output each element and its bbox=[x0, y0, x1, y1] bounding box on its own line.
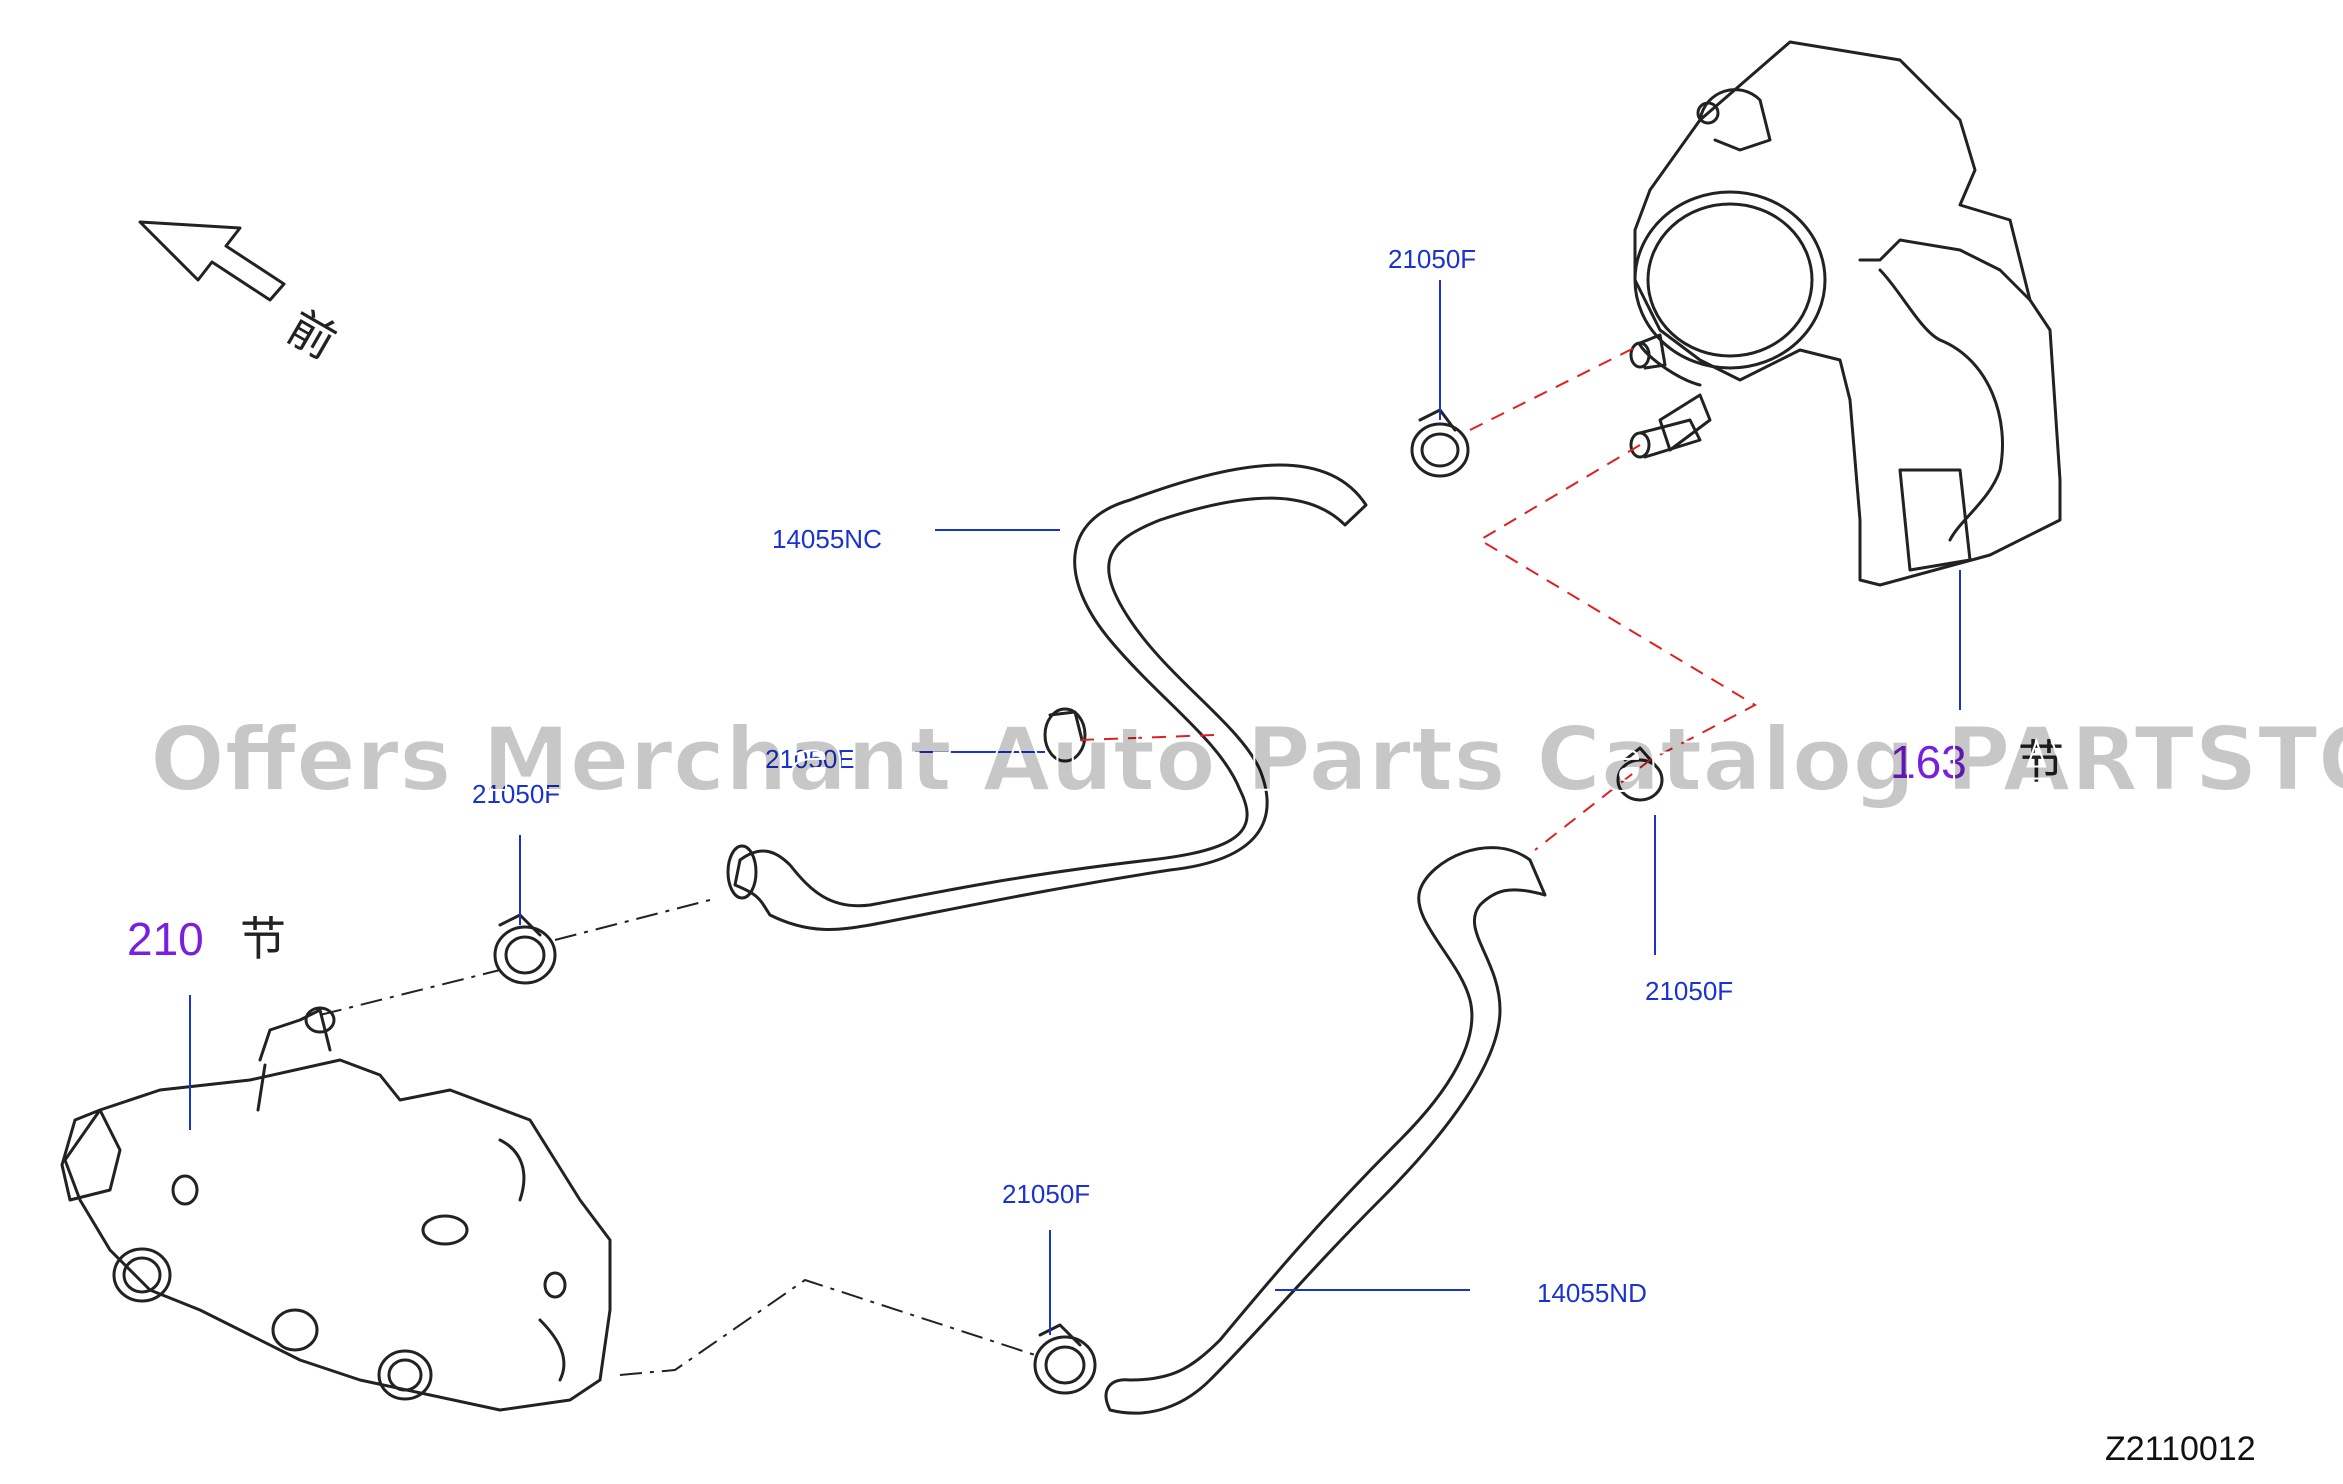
clamp-mid-left bbox=[1043, 707, 1087, 763]
drawing-code: Z2110012 bbox=[2105, 1430, 2256, 1468]
label-clamp-right[interactable]: 21050F bbox=[1645, 976, 1733, 1006]
thermostat-housing bbox=[60, 1006, 612, 1412]
front-direction-label: 前 bbox=[278, 300, 345, 370]
section-suffix-left: 节 bbox=[240, 912, 286, 966]
watermark-text: Offers Merchant Auto Parts Catalog PARTS… bbox=[150, 708, 2343, 811]
label-clamp-top[interactable]: 21050F bbox=[1388, 244, 1476, 274]
clamp-left bbox=[493, 913, 557, 985]
section-ref-left[interactable]: 210 节 bbox=[127, 912, 286, 966]
label-clamp-left[interactable]: 21050F bbox=[472, 779, 560, 809]
label-clamp-bottom[interactable]: 21050F bbox=[1002, 1179, 1090, 1209]
hose-14055nc bbox=[726, 463, 1368, 931]
leader-lines bbox=[189, 280, 1961, 1335]
clamp-bottom bbox=[1033, 1323, 1097, 1395]
label-hose-upper[interactable]: 14055NC bbox=[772, 524, 882, 554]
assembly-guides bbox=[319, 344, 1758, 1376]
section-number-left[interactable]: 210 bbox=[127, 913, 204, 965]
throttle-body bbox=[1629, 40, 2062, 587]
section-suffix-right: 节 bbox=[2018, 735, 2064, 789]
section-number-right[interactable]: 163 bbox=[1890, 736, 1967, 788]
hose-14055nd bbox=[1104, 846, 1547, 1415]
label-hose-lower[interactable]: 14055ND bbox=[1537, 1278, 1647, 1308]
front-arrow-icon bbox=[138, 220, 286, 302]
label-clamp-mid-left[interactable]: 21050E bbox=[765, 744, 855, 774]
section-ref-right[interactable]: 163 节 bbox=[1890, 735, 2064, 789]
